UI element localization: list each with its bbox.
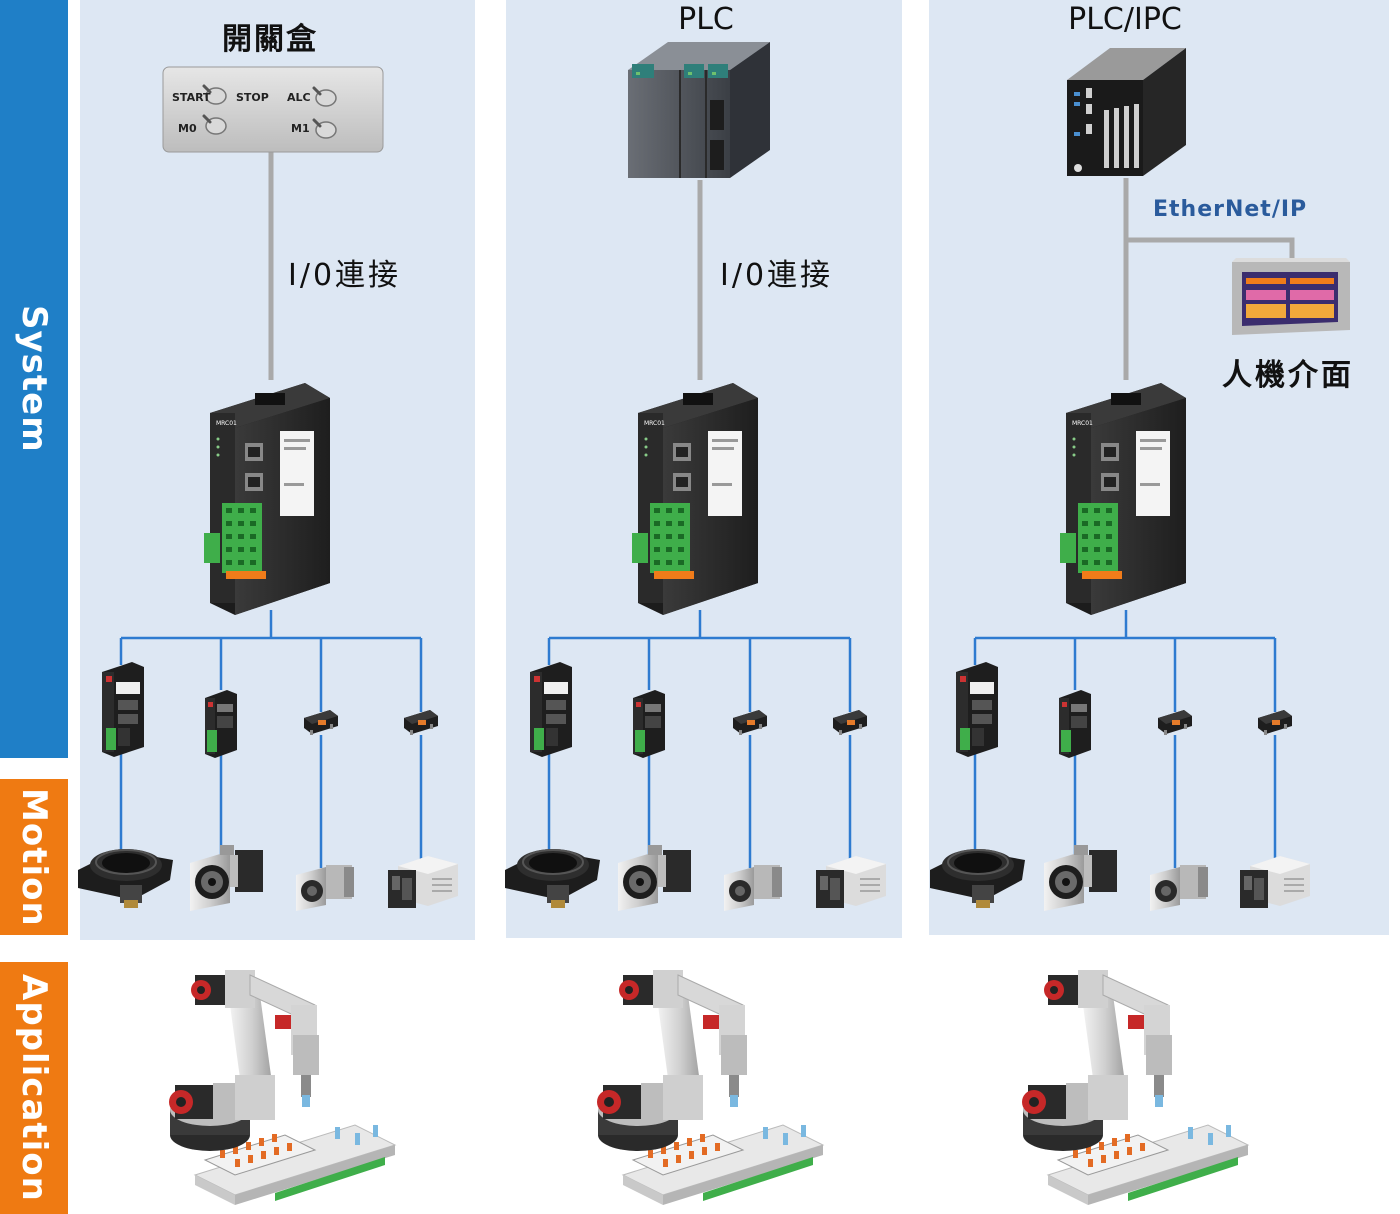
driver-small-3a — [1158, 710, 1192, 735]
driver-small-2b — [833, 710, 867, 735]
hmi-label: 人機介面 — [1222, 358, 1354, 393]
driver-small-2a — [733, 710, 767, 735]
driver-large-2 — [530, 662, 572, 757]
connection-label-io-2: I/0連接 — [720, 258, 834, 293]
column-title-plc-ipc: PLC/IPC — [1068, 2, 1182, 37]
rotary-actuator-1 — [77, 848, 174, 909]
driver-small-3b — [1258, 710, 1292, 735]
sidebar-application-label: Application — [14, 974, 54, 1202]
switch-label-alc: ALC — [287, 91, 311, 104]
sidebar-motion-label: Motion — [14, 787, 54, 927]
linear-actuator-1 — [388, 856, 458, 908]
hmi-device — [1232, 258, 1350, 335]
switch-label-stop: STOP — [236, 91, 269, 104]
sidebar-system: System — [0, 0, 68, 758]
driver-slim-2 — [633, 690, 665, 758]
driver-small-1b — [404, 710, 438, 735]
rotary-actuator-2 — [504, 848, 601, 909]
ipc-device — [1067, 48, 1186, 176]
rotary-actuator-3 — [929, 848, 1026, 909]
robot-arm-3 — [1021, 969, 1249, 1206]
column-title-switch-box: 開關盒 — [222, 22, 318, 57]
small-motor-1 — [296, 865, 354, 911]
blue-wires — [119, 610, 1277, 868]
driver-large-1 — [102, 662, 144, 757]
driver-small-1a — [304, 710, 338, 735]
gear-motor-2 — [618, 845, 691, 911]
gear-motor-1 — [190, 845, 263, 911]
ethernet-ip-logo: EtherNet/IP — [1153, 197, 1308, 222]
robot-arm-2 — [596, 969, 824, 1206]
sidebar-motion: Motion — [0, 779, 68, 935]
switch-label-start: START — [172, 91, 211, 104]
gray-wires — [268, 150, 1295, 380]
switch-box — [162, 66, 384, 153]
sidebar-system-label: System — [14, 305, 54, 453]
connection-label-io-1: I/0連接 — [288, 258, 402, 293]
linear-actuator-3 — [1240, 856, 1310, 908]
controller-3 — [1060, 383, 1186, 615]
linear-actuator-2 — [816, 856, 886, 908]
small-motor-3 — [1150, 865, 1208, 911]
driver-slim-1 — [205, 690, 237, 758]
driver-large-3 — [956, 662, 998, 757]
column-title-plc: PLC — [678, 2, 734, 37]
robot-arm-1 — [168, 969, 396, 1206]
switch-label-m1: M1 — [291, 122, 310, 135]
driver-slim-3 — [1059, 690, 1091, 758]
plc-device — [628, 42, 770, 178]
switch-label-m0: M0 — [178, 122, 197, 135]
gear-motor-3 — [1044, 845, 1117, 911]
controller-2 — [632, 383, 758, 615]
controller-1 — [204, 383, 330, 615]
small-motor-2 — [724, 865, 782, 911]
sidebar-application: Application — [0, 962, 68, 1214]
